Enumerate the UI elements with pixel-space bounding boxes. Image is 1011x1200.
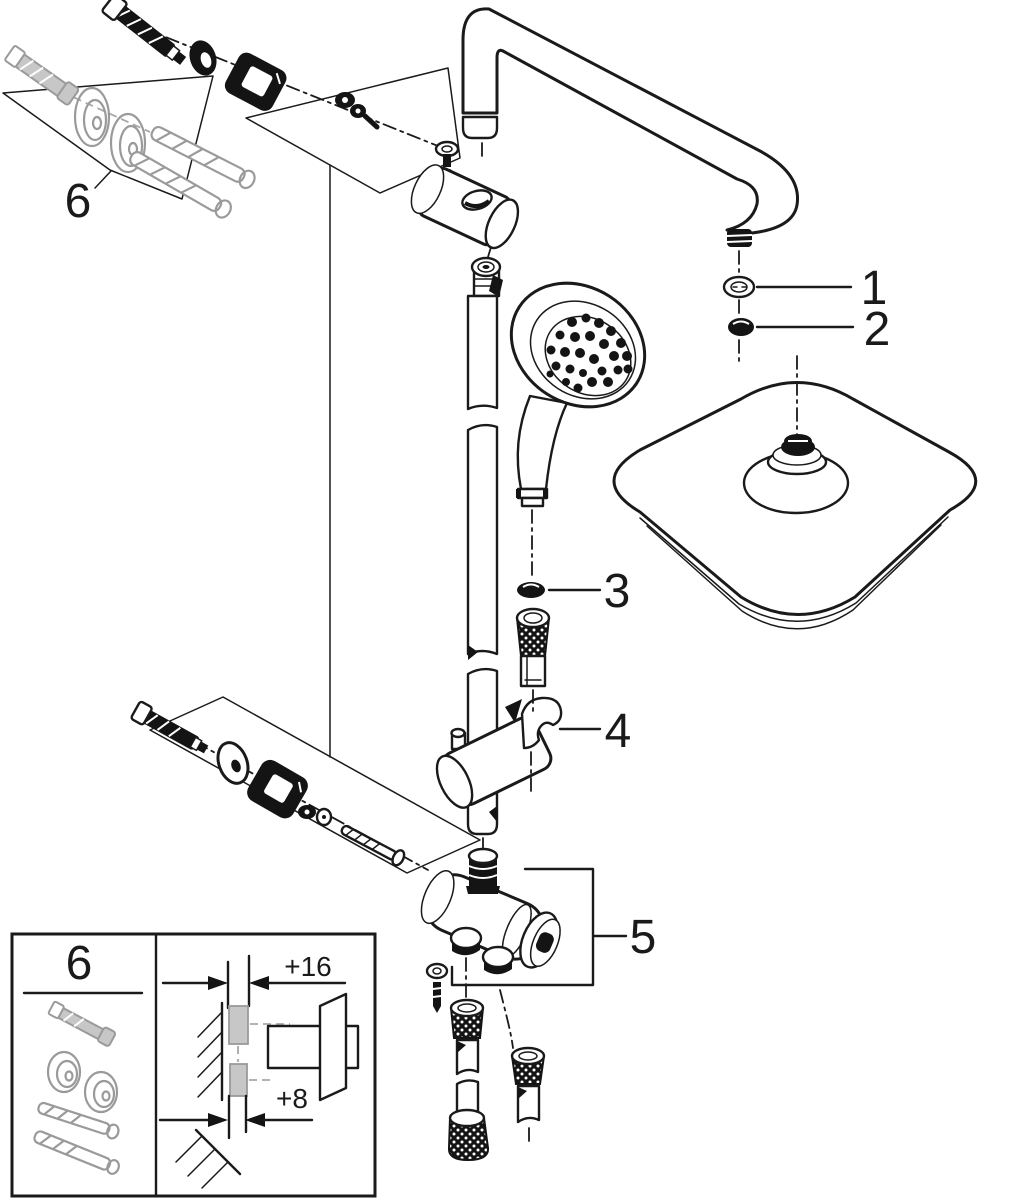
valve-knob-slot bbox=[535, 932, 554, 953]
lock-nut-lower bbox=[298, 805, 333, 827]
callout-labels: 1 2 3 4 5 6 6 +16 +8 bbox=[65, 175, 891, 1114]
part3-gasket-and-nut bbox=[515, 582, 602, 713]
washer-disc-lower bbox=[216, 741, 250, 785]
callout-1: 1 bbox=[861, 262, 888, 315]
rail-tube-2 bbox=[466, 423, 499, 656]
wall-bolt-gray bbox=[4, 45, 80, 106]
rail-tube-1 bbox=[466, 294, 499, 411]
diverter-valve bbox=[420, 837, 628, 1013]
part2-gasket bbox=[728, 318, 855, 336]
through-bolt bbox=[101, 0, 187, 65]
part5-bracket-outline bbox=[450, 867, 595, 987]
callout-5: 5 bbox=[630, 911, 657, 964]
inset-measurement-16: +16 bbox=[284, 951, 332, 982]
callout-3: 3 bbox=[604, 565, 631, 618]
hardware-group-outline-lower bbox=[149, 696, 481, 874]
anchor-screw-gray-2 bbox=[129, 151, 232, 219]
shower-arm bbox=[461, 7, 800, 363]
valve-outlet-1 bbox=[449, 926, 483, 956]
rail-top-connector bbox=[470, 256, 503, 298]
inset-measurement-8: +8 bbox=[276, 1083, 308, 1114]
callout-6-leader bbox=[94, 170, 112, 189]
ball-joint bbox=[742, 434, 850, 515]
hand-shower-inlet bbox=[516, 487, 549, 508]
lock-nuts bbox=[335, 92, 380, 130]
part1-washer bbox=[722, 275, 853, 299]
hand-shower bbox=[509, 281, 647, 577]
callout-6: 6 bbox=[65, 175, 92, 228]
hose-connector-left bbox=[447, 998, 490, 1162]
spray-nozzles bbox=[546, 313, 633, 393]
adapter-knob bbox=[224, 52, 287, 111]
hand-shower-head bbox=[509, 281, 647, 409]
arm-base-sleeve bbox=[461, 115, 499, 140]
wall-clamp-upper bbox=[410, 164, 520, 258]
head-shower-plate bbox=[612, 355, 978, 630]
inset-bracket-profile bbox=[266, 992, 360, 1102]
hand-shower-holder bbox=[435, 696, 602, 809]
inset-callout-6: 6 bbox=[66, 937, 93, 990]
arm-thread-end bbox=[726, 229, 753, 247]
hose-nut bbox=[515, 607, 551, 688]
callout-2: 2 bbox=[864, 303, 891, 356]
inset-measure-bottom bbox=[158, 1113, 314, 1127]
inset-wall-section bbox=[175, 1001, 242, 1189]
hardware-group-outline-upper bbox=[245, 67, 461, 194]
valve-inlet-port bbox=[466, 847, 500, 894]
mounting-hardware-lower bbox=[130, 700, 429, 871]
inset-anchor-1 bbox=[37, 1101, 120, 1140]
fixing-screw-lower bbox=[340, 824, 406, 867]
explode-axis-gray bbox=[61, 91, 151, 133]
inset-measure-top bbox=[161, 976, 347, 990]
hose-connector-right bbox=[510, 1046, 546, 1147]
anchor-screw-gray-1 bbox=[150, 125, 256, 190]
hose-connectors bbox=[447, 957, 546, 1162]
group-outlines bbox=[2, 67, 481, 874]
hardware-group-outline-gray bbox=[2, 75, 214, 200]
holder-hook bbox=[520, 696, 563, 750]
explode-axis-upper bbox=[117, 17, 439, 147]
washer-ring bbox=[189, 40, 217, 76]
mounting-hardware-upper bbox=[4, 0, 469, 219]
inset-anchor-2 bbox=[33, 1130, 120, 1175]
inset-pipe bbox=[226, 954, 290, 1140]
callout-4: 4 bbox=[605, 705, 632, 758]
adapter-knob-lower bbox=[247, 759, 308, 819]
through-bolt-lower bbox=[130, 700, 209, 754]
inset-rosettes bbox=[46, 1050, 119, 1114]
rosette-covers-gray bbox=[73, 86, 147, 174]
hand-shower-handle bbox=[516, 394, 569, 491]
inset-screw bbox=[47, 1000, 117, 1047]
valve-fixing-screw bbox=[425, 962, 449, 1013]
valve-outlet-2 bbox=[481, 945, 515, 975]
installation-inset bbox=[10, 932, 377, 1198]
